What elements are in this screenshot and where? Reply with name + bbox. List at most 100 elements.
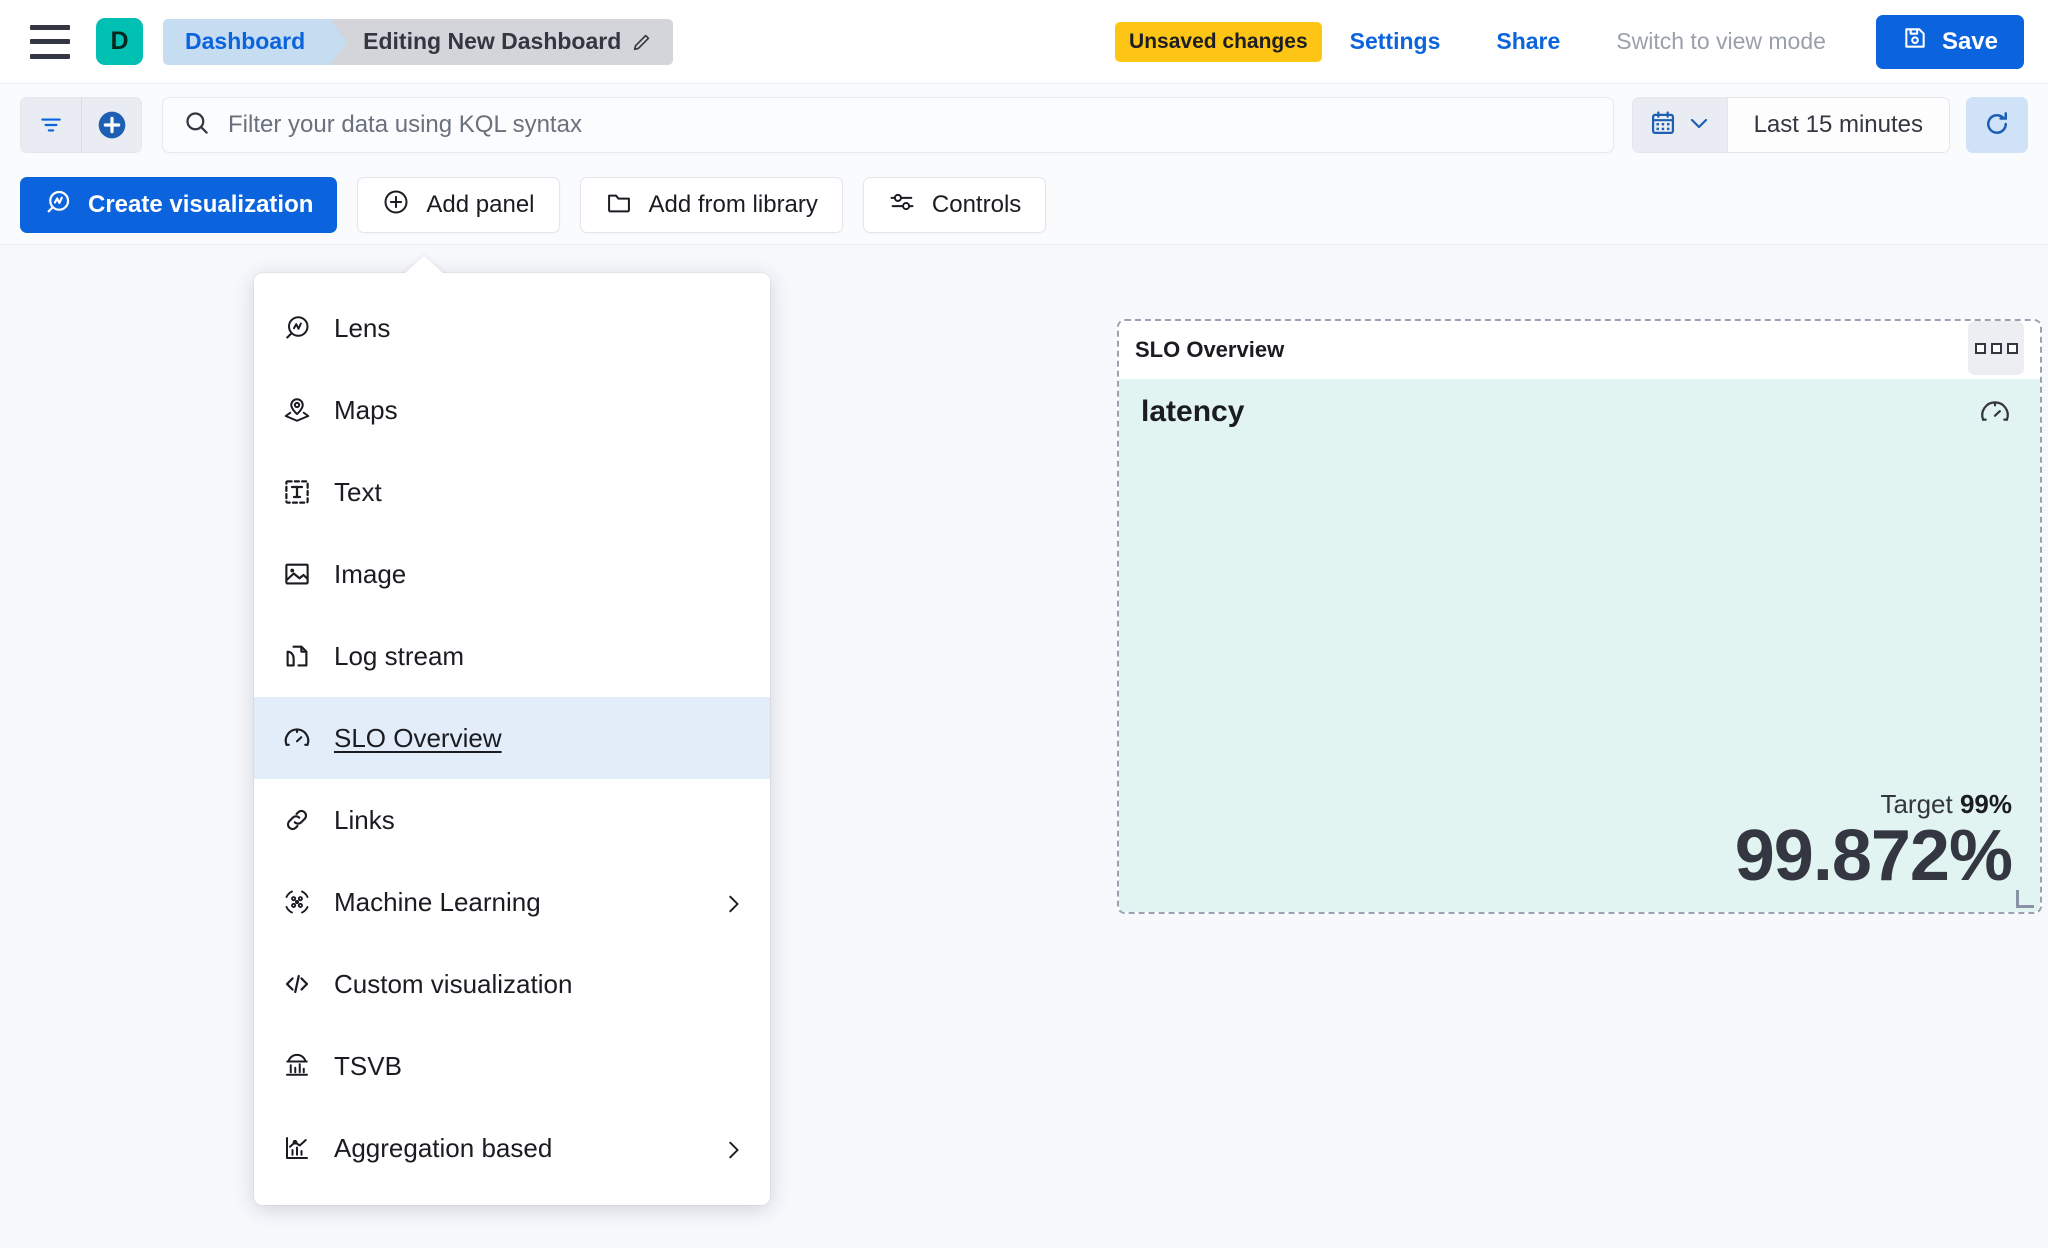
add-panel-menu: Lens Maps Text <box>254 273 770 1205</box>
filter-button-group <box>20 97 142 153</box>
menu-item-label: Lens <box>334 312 391 343</box>
save-button-label: Save <box>1941 27 1998 55</box>
header-actions: Unsaved changes Settings Share Switch to… <box>1115 14 2024 69</box>
menu-item-label: Image <box>334 558 407 589</box>
top-header: D Dashboard Editing New Dashboard Unsave… <box>0 0 2048 84</box>
gauge-icon <box>282 723 312 753</box>
date-picker-group: Last 15 minutes <box>1631 97 1950 153</box>
dashboard-canvas: Lens Maps Text <box>0 244 2048 1248</box>
pencil-icon[interactable] <box>631 31 653 53</box>
add-panel-button[interactable]: Add panel <box>357 177 560 233</box>
add-panel-label: Add panel <box>426 191 535 218</box>
breadcrumb-item-dashboard[interactable]: Dashboard <box>163 18 348 65</box>
grid-dots-icon <box>1974 342 1986 354</box>
unsaved-changes-badge[interactable]: Unsaved changes <box>1115 21 1322 62</box>
slo-card[interactable]: latency Target 99% 99.872% <box>1119 379 2040 912</box>
panel-context-menu-button[interactable] <box>1968 321 2024 375</box>
menu-item-log-stream[interactable]: Log stream <box>254 615 770 697</box>
slo-name: latency <box>1141 395 1245 428</box>
slo-target: Target 99% <box>1141 789 2012 820</box>
menu-item-label: Links <box>334 804 395 835</box>
grid-dots-icon <box>2006 342 2018 354</box>
add-filter-button[interactable] <box>81 98 141 152</box>
filter-icon[interactable] <box>21 98 81 152</box>
refresh-icon <box>1982 109 2012 142</box>
panel-title: SLO Overview <box>1135 337 1285 362</box>
lens-icon <box>282 313 312 343</box>
search-bar[interactable] <box>162 97 1614 153</box>
hamburger-bar <box>30 24 70 30</box>
menu-item-label: SLO Overview <box>334 722 502 753</box>
menu-item-label: Log stream <box>334 640 465 671</box>
menu-item-label: Machine Learning <box>334 886 541 917</box>
tsvb-icon <box>282 1051 312 1081</box>
menu-item-label: Aggregation based <box>334 1132 553 1163</box>
plus-circle-icon <box>382 188 410 223</box>
log-stream-icon <box>282 641 312 671</box>
ml-icon <box>282 887 312 917</box>
code-icon <box>282 969 312 999</box>
slo-card-metrics: Target 99% 99.872% <box>1141 789 2013 896</box>
text-box-icon <box>282 477 312 507</box>
menu-item-custom-visualization[interactable]: Custom visualization <box>254 943 770 1025</box>
chevron-down-icon <box>1687 111 1711 140</box>
query-bar: Last 15 minutes <box>0 84 2048 166</box>
controls-button[interactable]: Controls <box>862 177 1047 233</box>
lens-icon <box>44 188 72 223</box>
refresh-button[interactable] <box>1966 97 2028 153</box>
menu-item-links[interactable]: Links <box>254 779 770 861</box>
create-visualization-button[interactable]: Create visualization <box>20 177 338 233</box>
gauge-icon <box>1978 395 2012 429</box>
switch-to-view-mode-link[interactable]: Switch to view mode <box>1616 28 1826 54</box>
menu-item-aggregation-based[interactable]: Aggregation based <box>254 1107 770 1189</box>
slo-card-header: latency <box>1141 395 2012 429</box>
image-icon <box>282 559 312 589</box>
dashboard-toolbar: Create visualization Add panel Add from … <box>0 166 2048 244</box>
menu-item-image[interactable]: Image <box>254 533 770 615</box>
breadcrumb-label: Editing New Dashboard <box>363 28 622 54</box>
sliders-icon <box>888 188 916 223</box>
folder-icon <box>605 188 633 223</box>
controls-label: Controls <box>931 191 1022 218</box>
hamburger-bar <box>30 39 70 44</box>
breadcrumb-label: Dashboard <box>185 28 306 54</box>
search-input[interactable] <box>228 111 1593 139</box>
menu-item-lens[interactable]: Lens <box>254 287 770 369</box>
link-icon <box>282 805 312 835</box>
breadcrumb: Dashboard Editing New Dashboard <box>163 18 674 65</box>
date-quick-select-button[interactable] <box>1632 98 1728 152</box>
settings-link[interactable]: Settings <box>1349 28 1441 54</box>
date-range-value[interactable]: Last 15 minutes <box>1727 98 1949 152</box>
menu-item-slo-overview[interactable]: SLO Overview <box>254 697 770 779</box>
menu-item-machine-learning[interactable]: Machine Learning <box>254 861 770 943</box>
map-pin-icon <box>282 395 312 425</box>
add-from-library-label: Add from library <box>648 191 818 218</box>
slo-target-value: 99% <box>1959 789 2012 819</box>
menu-item-tsvb[interactable]: TSVB <box>254 1025 770 1107</box>
menu-item-label: Maps <box>334 394 398 425</box>
menu-item-text[interactable]: Text <box>254 451 770 533</box>
save-button[interactable]: Save <box>1875 14 2024 69</box>
slo-target-label: Target <box>1880 789 1953 819</box>
add-from-library-button[interactable]: Add from library <box>579 177 843 233</box>
menu-item-label: Custom visualization <box>334 968 573 999</box>
space-avatar[interactable]: D <box>96 18 143 65</box>
floppy-disk-icon <box>1902 25 1928 58</box>
breadcrumb-item-editing[interactable]: Editing New Dashboard <box>331 18 674 65</box>
slo-sli-value: 99.872% <box>1734 816 2013 896</box>
search-icon <box>183 109 210 141</box>
agg-chart-icon <box>282 1133 312 1163</box>
calendar-icon <box>1649 109 1677 142</box>
hamburger-icon[interactable] <box>30 24 70 59</box>
panel-header: SLO Overview <box>1119 321 2040 379</box>
chevron-right-icon <box>722 891 744 913</box>
create-visualization-label: Create visualization <box>88 191 314 218</box>
slo-overview-panel[interactable]: SLO Overview latency <box>1117 319 2042 914</box>
menu-item-maps[interactable]: Maps <box>254 369 770 451</box>
menu-item-label: Text <box>334 476 382 507</box>
menu-item-label: TSVB <box>334 1050 402 1081</box>
share-link[interactable]: Share <box>1496 28 1561 54</box>
hamburger-bar <box>30 53 70 59</box>
resize-corner-icon[interactable] <box>2016 890 2034 908</box>
grid-dots-icon <box>1990 342 2002 354</box>
